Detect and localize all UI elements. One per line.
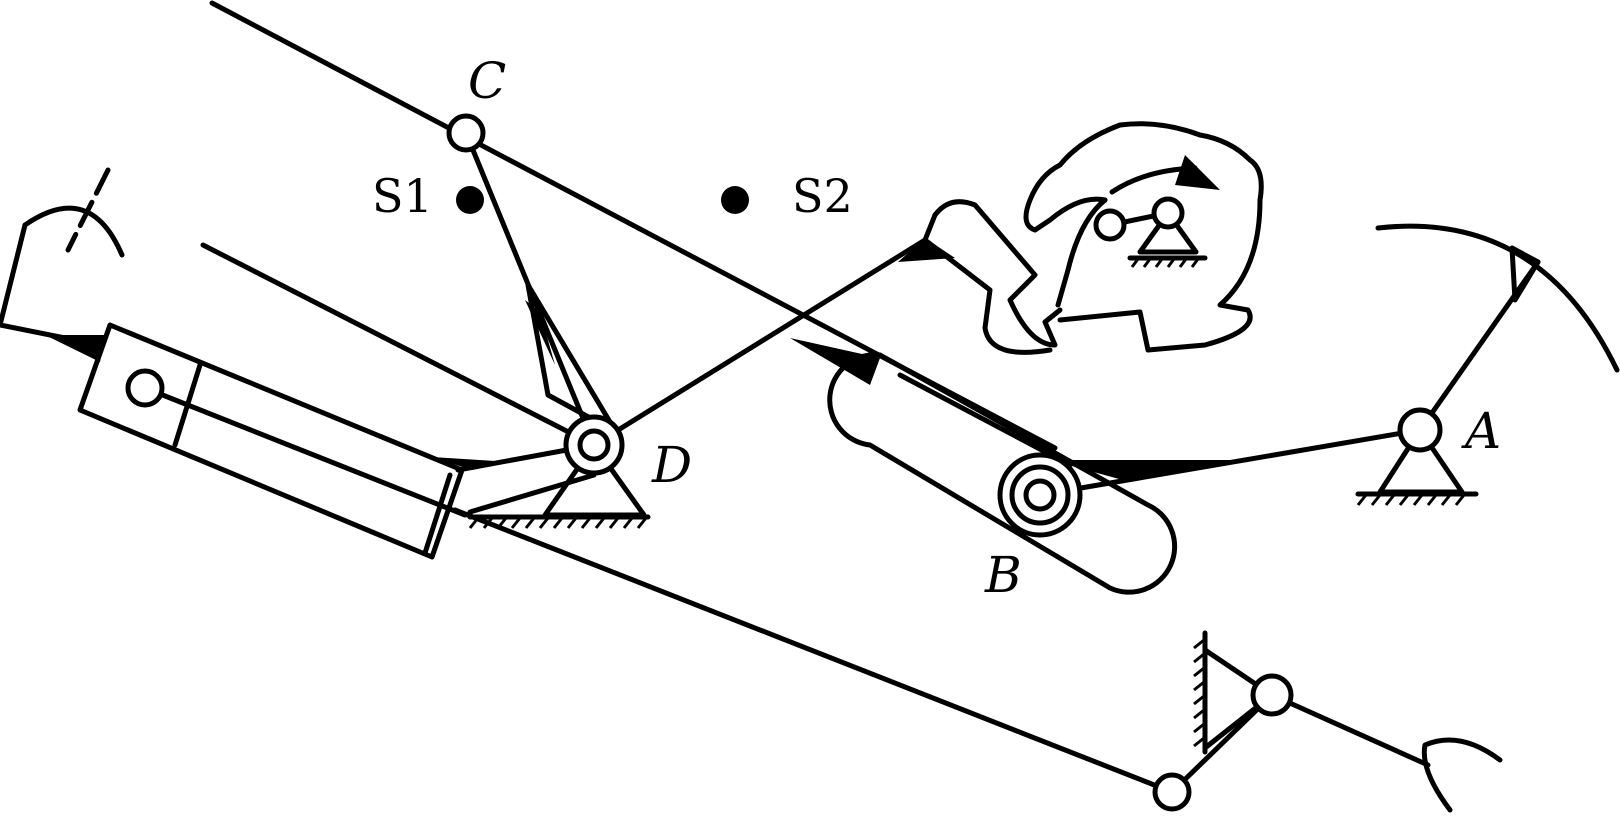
pin-gripper-ground (1151, 196, 1185, 230)
pin-a (1397, 407, 1443, 453)
left-arc-joint (22, 205, 125, 258)
link-b-a (1037, 427, 1423, 498)
pin-b-inner (1023, 478, 1057, 512)
bracket-fillet (45, 335, 105, 362)
slot-inner (897, 372, 1073, 468)
cylinder-rod-gland (422, 472, 453, 556)
jaw-claw-bottom (1421, 737, 1503, 813)
hydraulic-cylinder-body (77, 322, 465, 560)
label-b: B (984, 546, 1022, 604)
cylinder-rod (142, 385, 468, 518)
pin-cylinder (125, 368, 165, 408)
link-left-to-d (200, 242, 597, 448)
wall-hatch-bottom (1193, 638, 1205, 748)
slotted-link-b (827, 352, 1178, 595)
pin-d-inner (577, 428, 611, 462)
cylinder-bracket (0, 222, 103, 348)
label-s1: S1 (372, 169, 433, 223)
link-d-handle (591, 237, 928, 448)
link-d-rod-lower (467, 472, 597, 515)
rod-end-fillet (432, 457, 510, 470)
label-c: C (468, 52, 506, 110)
ground-hatch-d (468, 517, 648, 529)
label-d: D (651, 436, 692, 494)
rocker-arc-a (1375, 223, 1620, 373)
label-a: A (1461, 402, 1501, 460)
ground-support-gripper (1137, 210, 1199, 255)
rotation-arrowhead (1175, 155, 1220, 190)
ground-hatch-a (1356, 494, 1466, 506)
mass-center-s2 (721, 186, 749, 214)
mass-center-s1 (456, 186, 484, 214)
label-s2: S2 (792, 169, 853, 223)
gripper-handle (932, 199, 1063, 348)
gripper-handle-fillet (898, 238, 955, 262)
pin-gripper-crank (1093, 208, 1127, 242)
pin-lower-left (1152, 772, 1192, 812)
slot-fillet (790, 338, 880, 385)
left-centerline (65, 167, 111, 253)
link-jaw-arm (1269, 692, 1431, 768)
rocker-brace-a (1509, 245, 1541, 303)
gripper-finger (922, 212, 1053, 355)
pin-wall-joint (1250, 673, 1294, 717)
link-b-a-fillet (1050, 460, 1240, 482)
plate-d-support (525, 282, 619, 435)
pin-c (446, 113, 486, 153)
link-lower-long (452, 507, 1175, 795)
ground-hatch-gripper (1130, 258, 1200, 268)
gripper-hook-inner (1055, 197, 1108, 308)
gripper-jaw-body (1023, 121, 1264, 353)
